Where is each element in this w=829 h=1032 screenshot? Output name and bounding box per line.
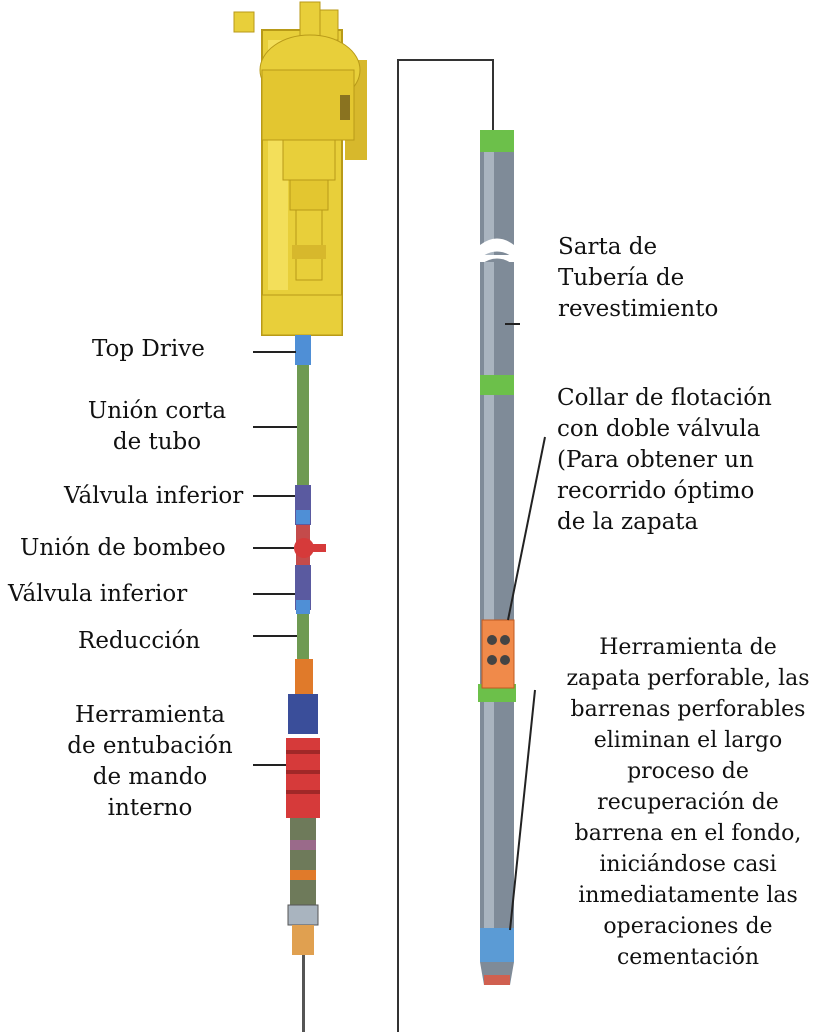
label-zapata-line-1: Herramienta de [599,635,777,660]
label-zapata-line-4: eliminan el largo [593,728,783,753]
left-string [286,335,326,1032]
label-herramienta-line-3: de mando [92,764,208,790]
label-herramienta-zapata: Herramienta de zapata perforable, las ba… [548,632,828,973]
label-zapata-line-7: barrena en el fondo, [574,821,802,846]
label-collar: Collar de flotación con doble válvula (P… [557,383,772,538]
label-collar-line-4: recorrido óptimo [557,478,755,504]
label-valvula-inferior-1: Válvula inferior [64,483,244,509]
label-zapata-line-3: barrenas perforables [570,697,806,722]
label-valvula-inferior-2: Válvula inferior [8,581,188,607]
label-zapata-line-5: proceso de [627,759,749,784]
label-zapata-line-9: inmediatamente las [578,883,798,908]
label-union-corta: Unión corta de tubo [72,396,242,458]
casing-string [478,130,516,985]
label-herramienta-line-1: Herramienta [75,702,225,728]
leader-lines [253,323,546,931]
label-collar-line-2: con doble válvula [557,416,761,442]
label-collar-line-5: de la zapata [557,509,699,535]
label-sarta-line-3: revestimiento [558,296,719,322]
label-union-corta-line-1: Unión corta [87,398,227,424]
leader-collar [507,436,546,621]
label-zapata-line-8: iniciándose casi [599,852,777,877]
top-drive-assembly [233,1,367,336]
label-sarta: Sarta de Tubería de revestimiento [558,232,718,325]
frame-line [397,59,494,1032]
label-zapata-line-6: recuperación de [597,790,779,815]
label-top-drive: Top Drive [92,336,205,362]
label-collar-line-3: (Para obtener un [557,447,754,473]
label-reduccion: Reducción [78,628,201,654]
label-sarta-line-1: Sarta de [558,234,658,260]
label-sarta-line-2: Tubería de [558,265,685,291]
label-herramienta-line-4: interno [107,795,193,821]
label-union-corta-line-2: de tubo [112,429,202,455]
label-herramienta-entubacion: Herramienta de entubación de mando inter… [50,700,250,824]
leader-zapata [509,689,536,931]
label-zapata-line-10: operaciones de [603,914,773,939]
label-union-bombeo: Unión de bombeo [20,535,226,561]
label-herramienta-line-2: de entubación [67,733,233,759]
label-collar-line-1: Collar de flotación [557,385,772,411]
label-zapata-line-2: zapata perforable, las [566,666,810,691]
label-zapata-line-11: cementación [616,945,760,970]
